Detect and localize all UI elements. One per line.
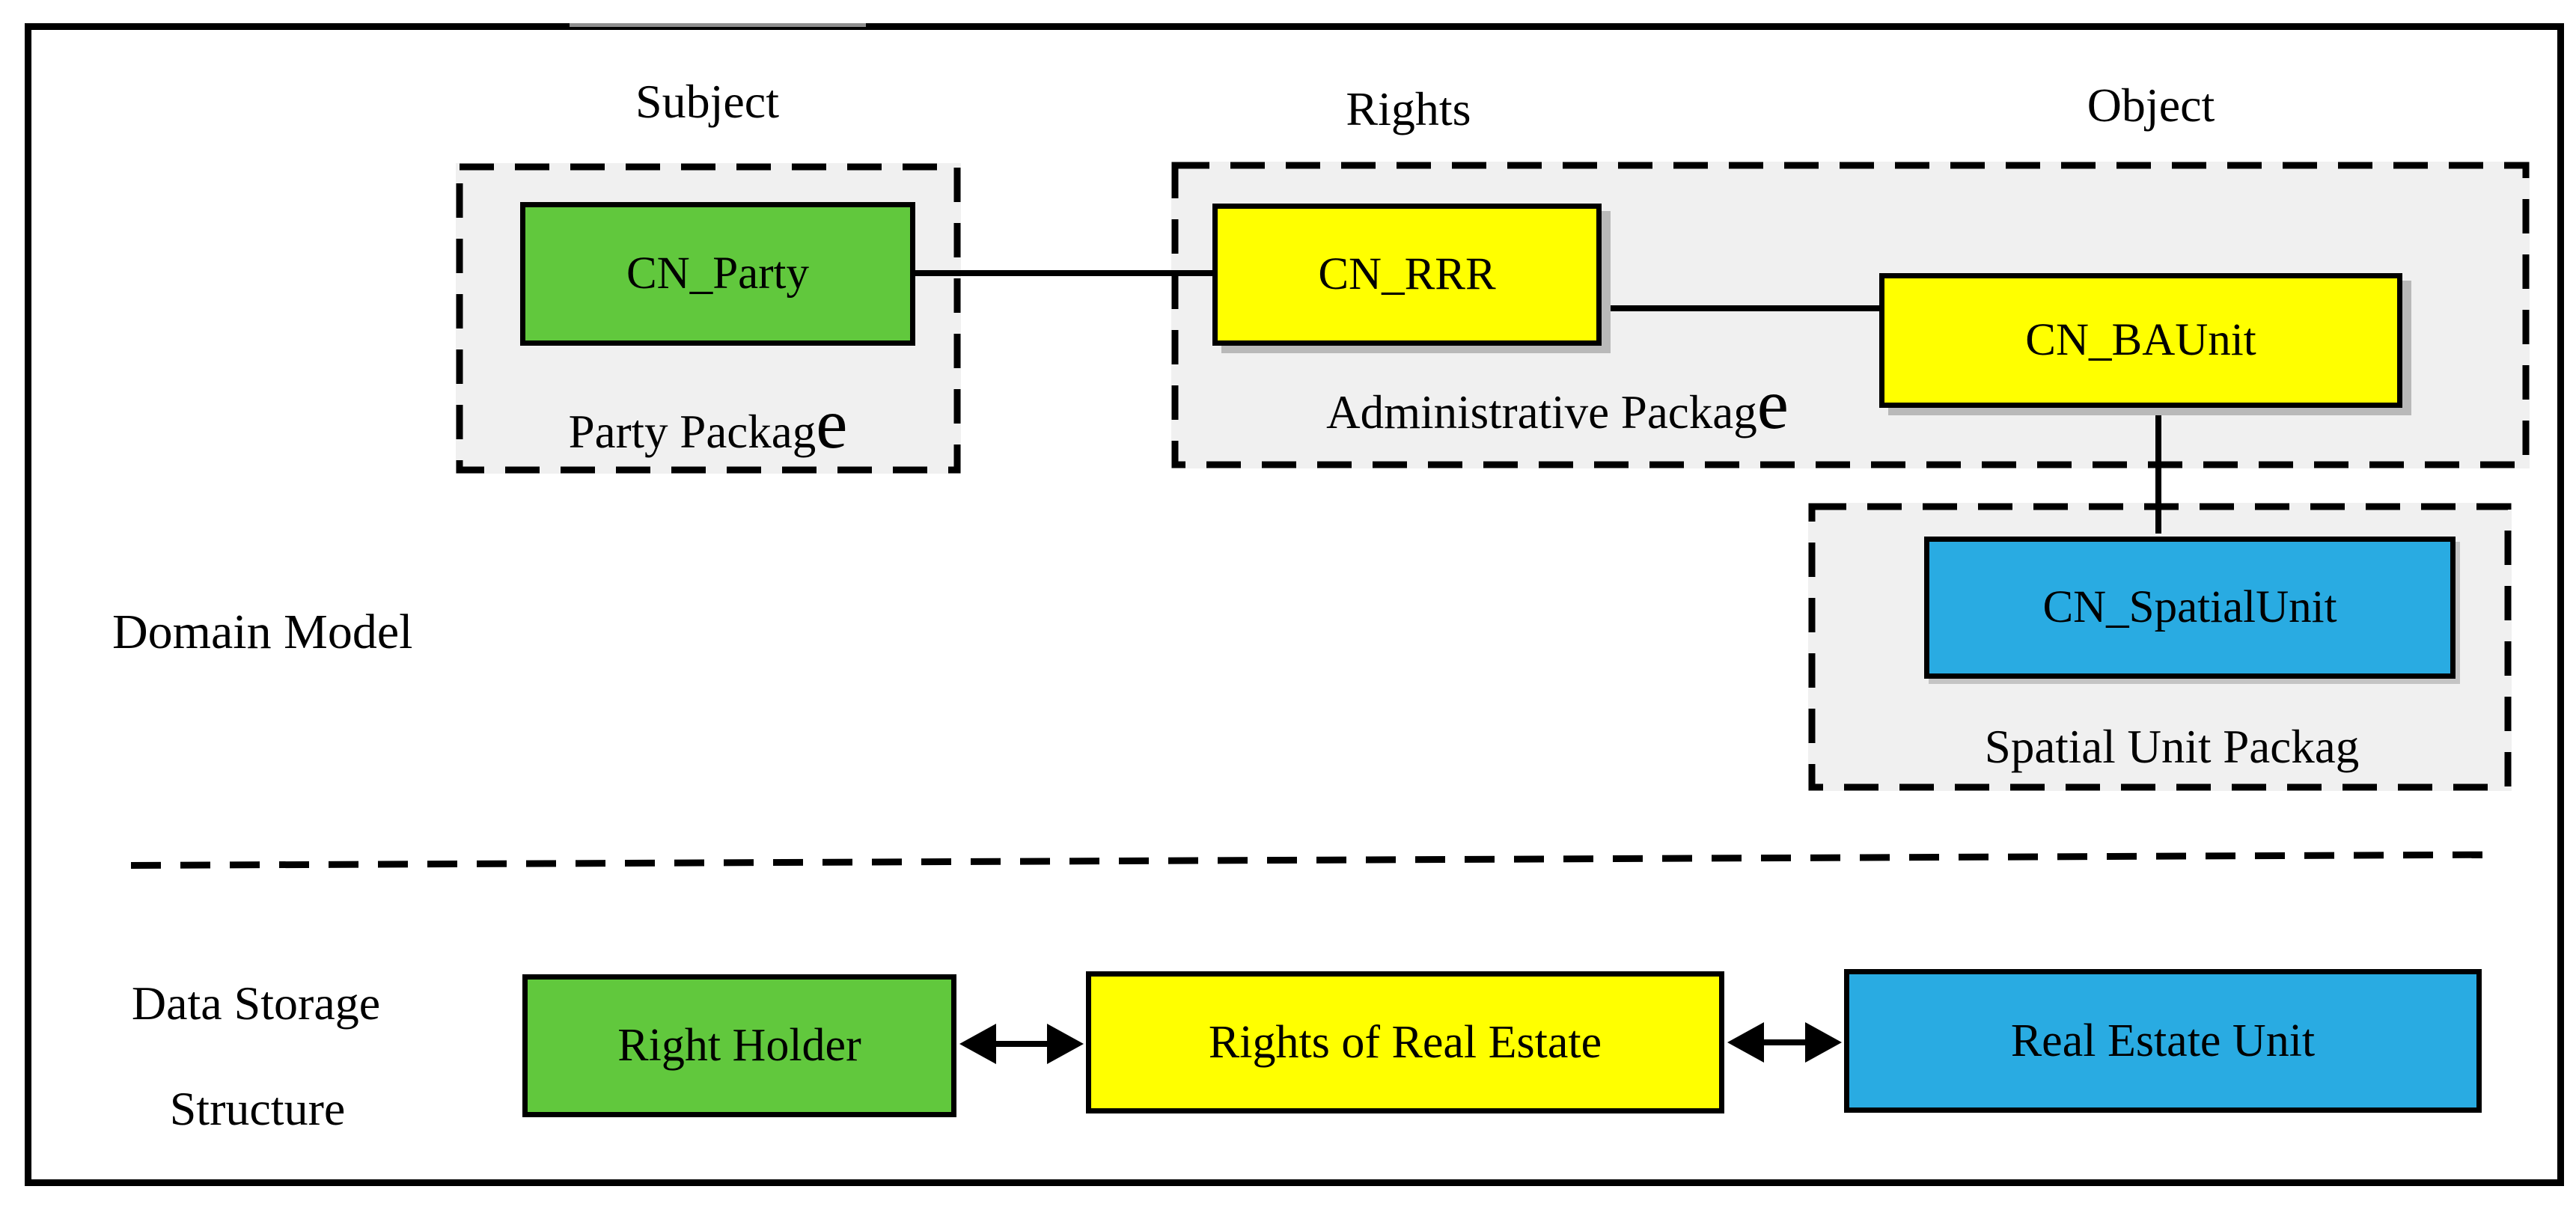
cn-party-box: CN_Party [520, 202, 915, 346]
cn-baunit-label: CN_BAUnit [2025, 315, 2256, 365]
party-package-dashed-border [456, 163, 961, 474]
rights-of-real-estate-label: Rights of Real Estate [1208, 1016, 1602, 1068]
column-label-object: Object [2087, 79, 2215, 132]
arrowhead-left-icon [1727, 1022, 1764, 1063]
party-package-label-suffix: e [816, 384, 848, 463]
right-holder-box: Right Holder [522, 974, 956, 1117]
connector-baunit-to-spatialunit [2155, 405, 2161, 534]
administrative-package-label-text: Administrative Packag [1326, 386, 1757, 439]
real-estate-unit-label: Real Estate Unit [2010, 1015, 2316, 1066]
cn-spatialunit-label: CN_SpatialUnit [2042, 582, 2337, 632]
domain-model-section-label: Domain Model [112, 605, 413, 659]
right-holder-label: Right Holder [617, 1020, 861, 1071]
administrative-package-label-suffix: e [1756, 364, 1789, 444]
double-headed-arrow-icon-right [1727, 1003, 1842, 1081]
column-label-subject: Subject [635, 75, 779, 128]
cn-baunit-box: CN_BAUnit [1879, 273, 2402, 408]
administrative-package-label: Administrative Package [1326, 369, 1789, 440]
administrative-package-dashed-border [1171, 162, 2530, 468]
top-border-gray-artifact [570, 23, 866, 27]
column-label-rights: Rights [1346, 82, 1471, 135]
data-storage-label-line2: Structure [169, 1082, 346, 1135]
party-package-label-text: Party Packag [568, 406, 817, 458]
data-storage-label-line1: Data Storage [131, 977, 381, 1030]
cn-rrr-box: CN_RRR [1212, 204, 1602, 346]
real-estate-unit-box: Real Estate Unit [1844, 969, 2482, 1113]
connector-party-to-rrr [915, 270, 1212, 276]
party-package-label: Party Package [568, 388, 848, 459]
arrow-shaft [996, 1041, 1047, 1047]
spatial-unit-package-label: Spatial Unit Packag [1985, 715, 2359, 771]
cn-spatialunit-box: CN_SpatialUnit [1924, 537, 2456, 679]
cn-rrr-label: CN_RRR [1318, 249, 1496, 299]
spatial-unit-package-label-text: Spatial Unit Packag [1984, 721, 2360, 773]
arrowhead-right-icon [1805, 1022, 1842, 1063]
connector-rrr-to-baunit [1602, 305, 1879, 311]
double-headed-arrow-icon-left [959, 1005, 1084, 1083]
rights-of-real-estate-box: Rights of Real Estate [1086, 971, 1724, 1113]
cn-party-label: CN_Party [626, 248, 809, 299]
arrowhead-right-icon [1047, 1024, 1084, 1064]
arrowhead-left-icon [959, 1024, 996, 1064]
arrow-shaft [1764, 1039, 1805, 1045]
